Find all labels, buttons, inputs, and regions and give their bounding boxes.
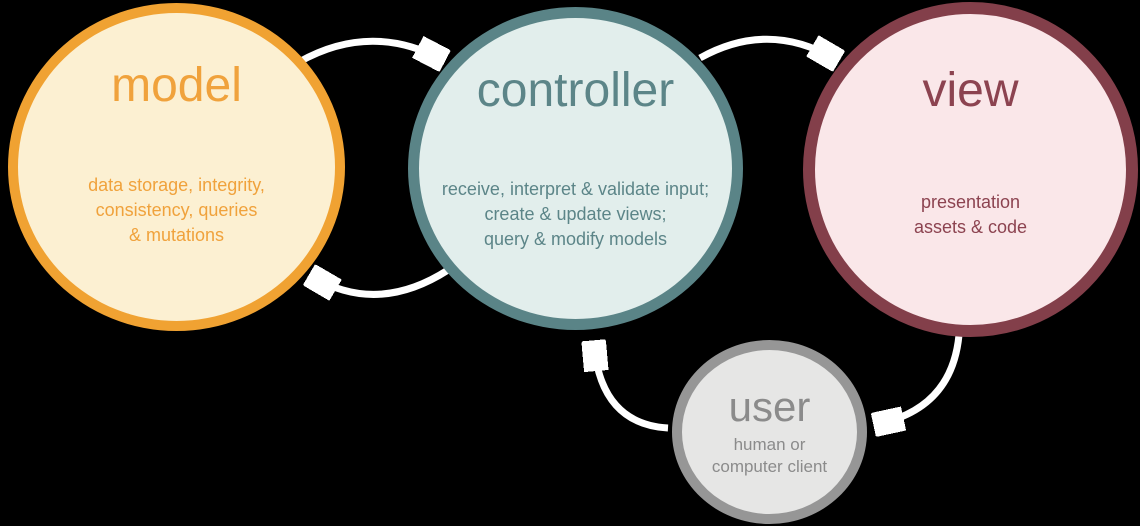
model-description-line: & mutations: [128, 225, 225, 245]
user-description-line: computer client: [711, 457, 828, 476]
model-description: data storage, integrity, consistency, qu…: [0, 173, 355, 248]
controller-node: controller receive, interpret & validate…: [408, 7, 743, 330]
user-node: user human or computer client: [672, 340, 867, 524]
model-description-line: consistency, queries: [95, 200, 258, 220]
view-description: presentation assets & code: [795, 190, 1140, 240]
controller-title: controller: [476, 64, 675, 117]
model-node: model data storage, integrity, consisten…: [8, 3, 345, 331]
model-to-controller-arrow: [297, 41, 441, 62]
user-description-line: human or: [733, 435, 806, 454]
user-description: human or computer client: [662, 434, 877, 478]
view-description-line: assets & code: [913, 217, 1028, 237]
controller-description: receive, interpret & validate input; cre…: [399, 177, 752, 252]
view-to-user-arrow: [878, 334, 963, 424]
controller-description-line: create & update views;: [484, 204, 667, 224]
view-title: view: [922, 64, 1019, 117]
view-description-line: presentation: [920, 192, 1021, 212]
view-node: view presentation assets & code: [803, 2, 1138, 337]
user-title: user: [728, 383, 811, 430]
controller-to-model-arrow: [313, 270, 450, 294]
controller-to-view-arrow: [698, 39, 835, 59]
user-to-controller-arrow: [594, 345, 669, 432]
model-description-line: data storage, integrity,: [88, 175, 265, 195]
controller-description-line: receive, interpret & validate input;: [441, 179, 710, 199]
controller-description-line: query & modify models: [483, 229, 668, 249]
model-title: model: [111, 59, 242, 112]
